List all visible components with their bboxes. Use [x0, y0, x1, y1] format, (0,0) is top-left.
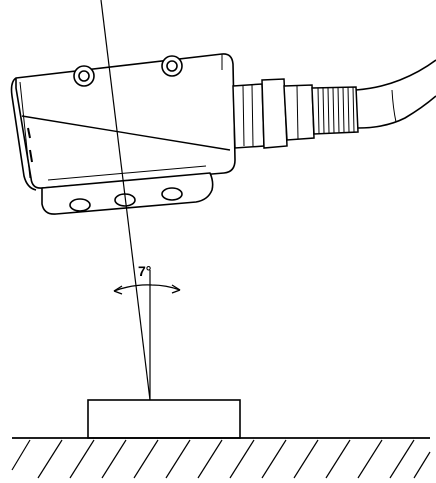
cable [355, 59, 436, 129]
cable-connector [232, 78, 359, 149]
ground-hatching [11, 439, 431, 479]
angle-label: 7° [138, 263, 151, 279]
target-object [87, 399, 241, 439]
sensor-body [10, 53, 236, 215]
optical-axis-line [100, 0, 151, 401]
angle-arc-icon [113, 284, 181, 292]
mounting-hole-icons [73, 55, 183, 87]
angle-indicator [113, 284, 181, 295]
